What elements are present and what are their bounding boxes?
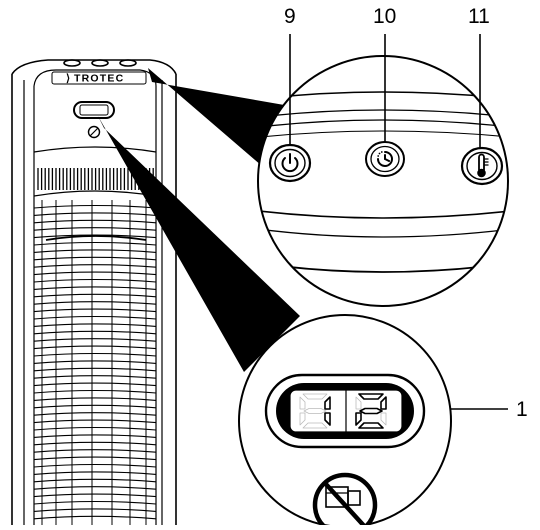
callout-wedge-bottom [98, 116, 300, 372]
magnifier-buttons-bg [258, 56, 508, 306]
air-grill [34, 168, 156, 525]
brand-logo: ⟩ [66, 73, 71, 85]
segment-d [302, 422, 328, 429]
temperature-button[interactable] [460, 146, 504, 186]
segment-g [303, 408, 327, 414]
no-cover-icon [312, 472, 378, 527]
segment-b [380, 396, 387, 410]
segment-f [299, 396, 306, 410]
segment-f [355, 396, 362, 410]
callout-label-timer: 10 [373, 5, 397, 28]
timer-icon [377, 151, 393, 167]
magnifier-display [264, 373, 426, 527]
callout-leaders [289, 34, 508, 410]
power-icon [281, 153, 299, 173]
segment-d [358, 422, 384, 429]
callout-label-power: 9 [284, 5, 296, 28]
tower-fan [11, 59, 177, 525]
segment-e [355, 412, 362, 426]
brand-name: TROTEC [74, 73, 124, 85]
segment-e [299, 412, 306, 426]
segment-a [302, 393, 328, 400]
callout-label-display: 1 [516, 398, 528, 421]
segment-c [324, 412, 331, 426]
callout-label-temperature: 11 [468, 5, 490, 28]
segment-b [324, 396, 331, 410]
thermometer-icon [477, 153, 489, 178]
segment-c [380, 412, 387, 426]
power-button[interactable] [268, 143, 312, 183]
timer-button[interactable] [365, 141, 405, 177]
segment-display [299, 393, 387, 429]
segment-a [358, 393, 384, 400]
callout-wedge-top [148, 68, 290, 166]
segment-g [359, 407, 383, 415]
